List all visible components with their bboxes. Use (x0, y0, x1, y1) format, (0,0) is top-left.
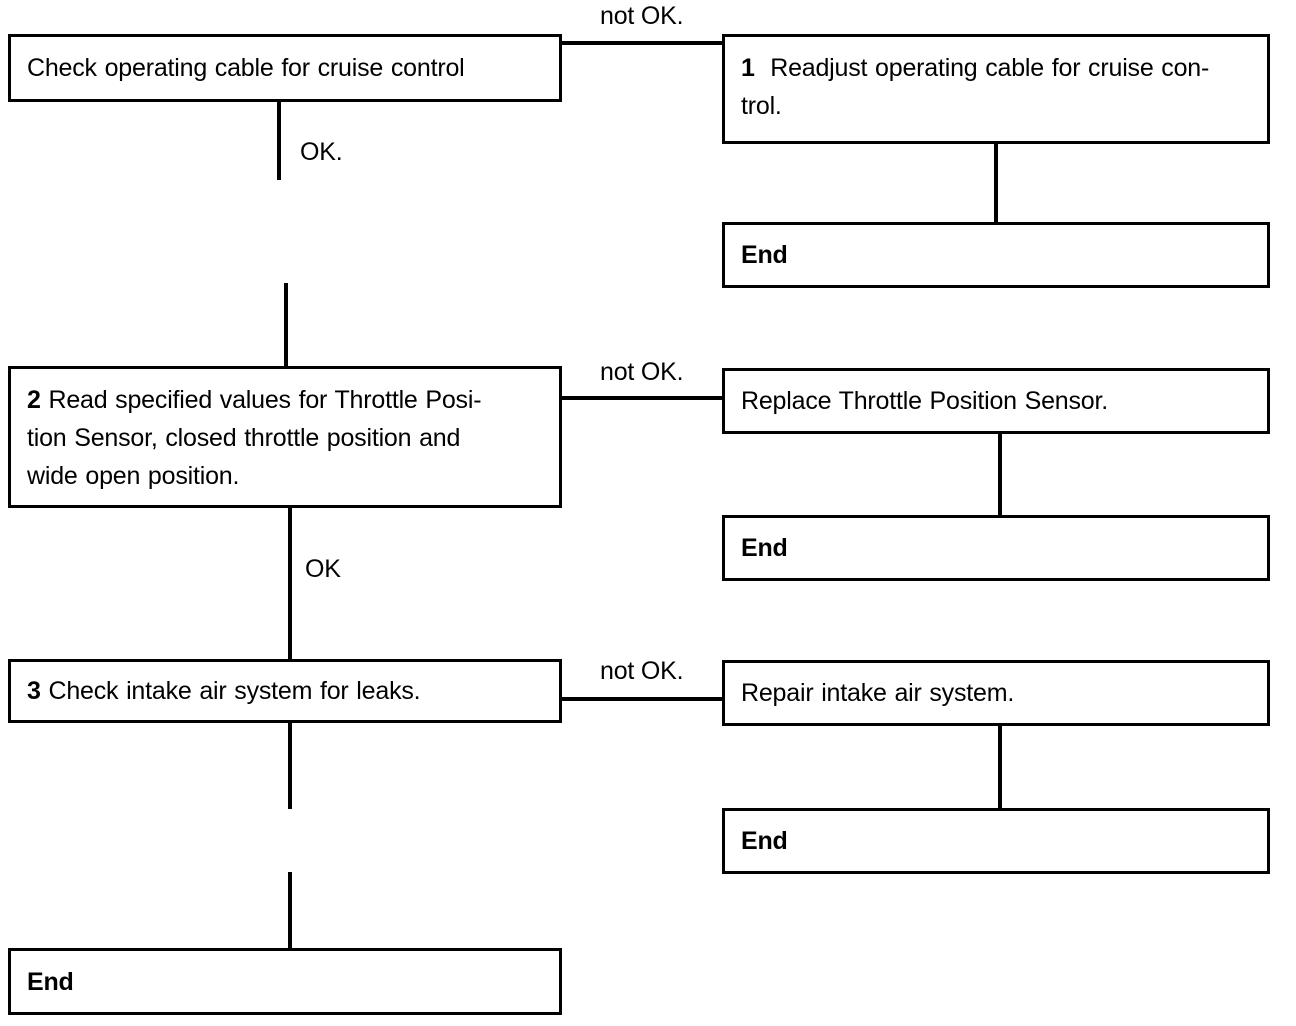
edge-label-ok-1: OK. (300, 138, 343, 166)
edge-readjust-to-end-1 (994, 142, 998, 224)
node-read-specified-values-label: 2 Read specified values for Throttle Pos… (27, 381, 482, 495)
node-check-intake-air-system-label: 3 Check intake air system for leaks. (27, 672, 421, 710)
node-end-1-label: End (741, 241, 788, 269)
node-end-2[interactable]: End (722, 515, 1270, 581)
node-check-intake-air-system[interactable]: 3 Check intake air system for leaks. (8, 659, 562, 723)
edge-check-cable-to-readjust (560, 41, 724, 45)
node-check-operating-cable[interactable]: Check operating cable for cruise control (8, 34, 562, 102)
edge-check-cable-to-read-values-lower (284, 283, 288, 368)
edge-label-ok-2: OK (305, 555, 341, 583)
node-readjust-number: 1 (741, 54, 755, 82)
edge-check-intake-to-end-4-upper (288, 721, 292, 809)
edge-check-cable-to-read-values-upper (277, 100, 281, 180)
edge-label-not-ok-1: not OK. (600, 2, 684, 30)
node-check-intake-number: 3 (27, 677, 41, 705)
edge-read-values-to-replace-sensor (560, 396, 724, 400)
node-end-1[interactable]: End (722, 222, 1270, 288)
node-read-values-number: 2 (27, 386, 41, 414)
node-check-operating-cable-label: Check operating cable for cruise control (27, 54, 465, 82)
node-read-specified-values[interactable]: 2 Read specified values for Throttle Pos… (8, 366, 562, 508)
node-end-2-label: End (741, 534, 788, 562)
edge-check-intake-to-repair-intake (560, 697, 724, 701)
edge-label-not-ok-2: not OK. (600, 358, 684, 386)
edge-replace-sensor-to-end-2 (998, 432, 1002, 517)
node-repair-intake-air-system[interactable]: Repair intake air system. (722, 660, 1270, 726)
node-replace-throttle-position-sensor-label: Replace Throttle Position Sensor. (741, 387, 1108, 415)
edge-read-values-to-check-intake (288, 506, 292, 661)
node-read-values-text: Read specified values for Throttle Posi-… (27, 386, 482, 490)
node-end-4[interactable]: End (8, 948, 562, 1015)
edge-label-not-ok-3: not OK. (600, 657, 684, 685)
node-end-4-label: End (27, 967, 74, 996)
node-replace-throttle-position-sensor[interactable]: Replace Throttle Position Sensor. (722, 368, 1270, 434)
edge-check-intake-to-end-4-lower (288, 872, 292, 950)
edge-repair-intake-to-end-3 (998, 724, 1002, 809)
node-readjust-operating-cable-label: 1 Readjust operating cable for cruise co… (741, 49, 1209, 125)
node-end-3-label: End (741, 827, 788, 855)
node-readjust-operating-cable[interactable]: 1 Readjust operating cable for cruise co… (722, 34, 1270, 144)
node-repair-intake-air-system-label: Repair intake air system. (741, 679, 1015, 707)
node-readjust-text: Readjust operating cable for cruise con-… (741, 54, 1210, 120)
node-check-intake-text: Check intake air system for leaks. (48, 677, 421, 705)
node-end-3[interactable]: End (722, 808, 1270, 874)
